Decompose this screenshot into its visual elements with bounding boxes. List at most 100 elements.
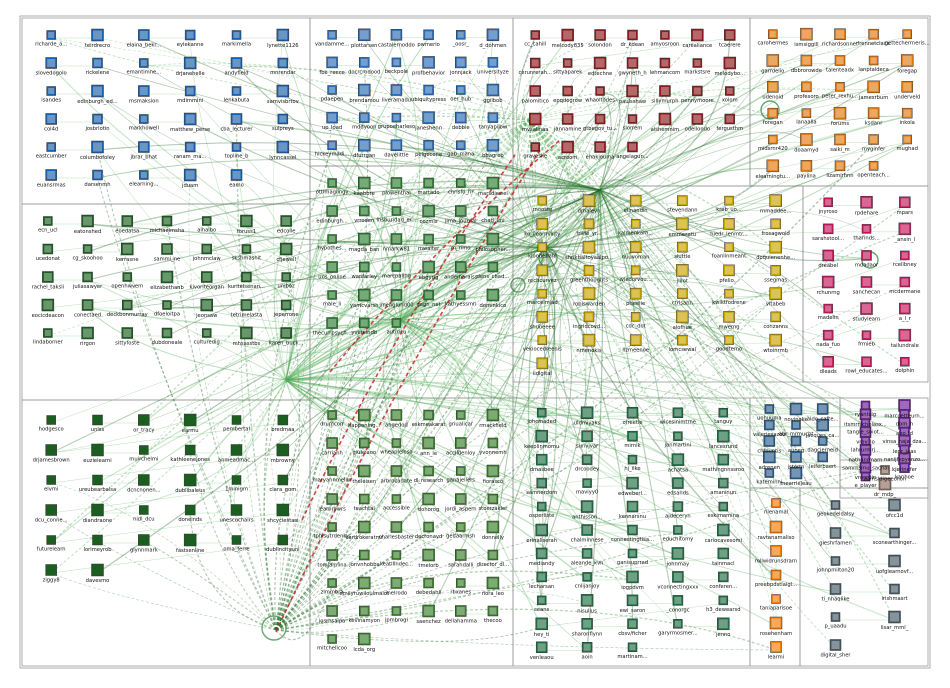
node-g8-50[interactable] — [184, 474, 196, 486]
node-label: profesoro — [794, 94, 819, 100]
node-label: maviyy0 — [576, 490, 598, 496]
node-label: mitchellcoo — [317, 646, 347, 652]
node-avatar-g7-32 — [393, 320, 399, 326]
node-avatar-g13-2 — [772, 547, 780, 555]
node-avatar-g7-14 — [392, 235, 400, 243]
node-g8-43[interactable] — [139, 446, 148, 455]
node-g8-65[interactable] — [46, 565, 57, 576]
node-avatar-g14-9 — [890, 613, 899, 622]
node-g8-51[interactable] — [232, 476, 241, 485]
node-g8-38[interactable] — [184, 414, 196, 426]
node-label: foanlinmeant — [712, 254, 746, 260]
node-avatar-g7-15 — [425, 236, 432, 243]
node-g8-42[interactable] — [92, 444, 104, 456]
node-label: acroom — [558, 155, 577, 161]
node-g8-40[interactable] — [278, 415, 288, 425]
node-avatar-g7-26 — [392, 291, 400, 299]
node-label: philosopher... — [475, 247, 510, 253]
node-g8-53[interactable] — [46, 505, 57, 516]
node-label: ewi_saron — [620, 608, 646, 614]
node-g8-56[interactable] — [185, 505, 195, 515]
node-avatar-g14-4 — [833, 558, 839, 564]
node-label: dreabel — [818, 263, 838, 269]
node-g8-35[interactable] — [47, 416, 56, 425]
node-avatar-g10-47 — [629, 620, 636, 627]
node-avatar-g8-2 — [123, 217, 131, 225]
node-label: mvsalinaa — [522, 127, 549, 133]
node-avatar-g1-32 — [141, 172, 147, 178]
node-g8-64[interactable] — [278, 535, 288, 545]
node-label: acclidenloy — [446, 451, 475, 457]
node-label: saiki_m — [830, 147, 849, 153]
node-g8-46[interactable] — [277, 444, 289, 456]
node-label: mhsasstbs — [233, 341, 261, 347]
node-g8-66[interactable] — [92, 564, 104, 576]
node-label: johnmclaw — [192, 256, 222, 262]
node-label: udenoid — [762, 94, 783, 100]
node-label: melrodo — [386, 591, 407, 597]
node-label: ofreetie — [622, 420, 642, 426]
node-label: stoerzakler — [478, 506, 508, 512]
node-g8-37[interactable] — [138, 415, 149, 426]
node-label: teachtal — [354, 506, 375, 512]
node-avatar-g8-25 — [202, 301, 211, 310]
node-g8-39[interactable] — [232, 416, 241, 425]
node-g8-36[interactable] — [93, 415, 103, 425]
node-g8-44[interactable] — [185, 445, 195, 455]
node-label: garyrmosmer... — [658, 630, 698, 636]
node-avatar-g9-32 — [393, 552, 399, 558]
node-label: ganajellers — [447, 478, 476, 484]
node-avatar-g9-44 — [393, 608, 399, 614]
node-label: erinaliserah — [526, 538, 557, 544]
node-label: stevendann — [667, 208, 698, 214]
node-avatar-g10-24 — [720, 504, 726, 510]
node-avatar-g5-6 — [824, 251, 832, 259]
node-avatar-g6-33 — [678, 312, 687, 321]
node-label: jpmbrogi — [384, 618, 408, 624]
node-avatar-g9-41 — [488, 579, 497, 588]
node-g8-62[interactable] — [184, 534, 196, 546]
node-g8-59[interactable] — [47, 536, 56, 545]
node-label: ofcc1d — [886, 513, 903, 519]
node-label: ctrlsahn — [672, 301, 693, 307]
node-avatar-g10-45 — [537, 619, 546, 628]
node-label: hickeymadi... — [315, 152, 350, 158]
node-avatar-g8-4 — [204, 218, 210, 224]
node-avatar-g3-15 — [564, 88, 571, 95]
node-label: rbxanes — [450, 590, 471, 596]
node-label: lizmeenoe — [622, 348, 649, 354]
node-g8-60[interactable] — [93, 535, 103, 545]
node-g8-48[interactable] — [93, 475, 103, 485]
node-label: tainmacl — [712, 561, 734, 567]
node-avatar-g9-21 — [424, 495, 433, 504]
node-label: thecurrpsych... — [313, 331, 352, 337]
node-avatar-g3-14 — [531, 87, 539, 95]
node-avatar-g7-12 — [329, 236, 335, 242]
node-g8-41[interactable] — [46, 445, 57, 456]
node-g8-45[interactable] — [231, 445, 242, 456]
node-g8-49[interactable] — [138, 475, 149, 486]
node-g8-57[interactable] — [231, 505, 242, 516]
node-avatar-g12-0 — [863, 402, 869, 408]
node-label: uldmiyaks — [574, 421, 601, 427]
node-g8-55[interactable] — [139, 506, 148, 515]
node-avatar-g14-0 — [833, 502, 839, 508]
node-g8-61[interactable] — [138, 535, 149, 546]
node-label: dfoeloitpa — [154, 312, 180, 318]
node-label: carohermes — [757, 41, 788, 47]
node-label: iidigital — [533, 371, 552, 377]
node-label: markstsre — [684, 70, 710, 76]
node-g8-47[interactable] — [47, 476, 56, 485]
node-label: cdc_dot — [626, 323, 646, 329]
node-avatar-g9-42 — [328, 607, 336, 615]
node-g8-58[interactable] — [277, 504, 289, 516]
node-avatar-g5-19 — [863, 358, 870, 365]
node-g8-52[interactable] — [278, 475, 288, 485]
node-g8-63[interactable] — [232, 536, 241, 545]
node-label: pheelie — [626, 301, 645, 307]
node-avatar-g3-12 — [694, 60, 700, 66]
node-label: chalminnese — [571, 538, 604, 544]
node-avatar-g1-2 — [140, 31, 148, 39]
node-g8-54[interactable] — [92, 504, 104, 516]
node-avatar-g7-17 — [488, 235, 497, 244]
